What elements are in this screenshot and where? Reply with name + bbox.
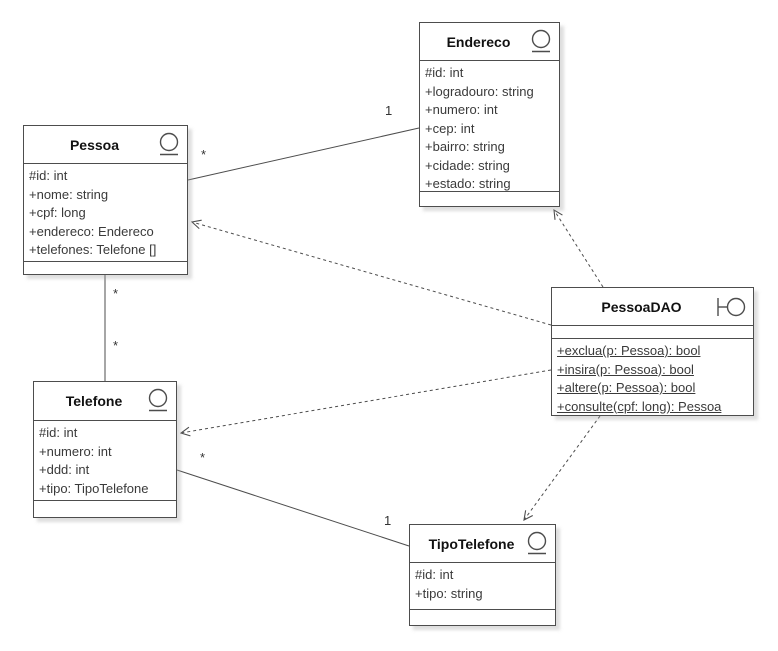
method-row: +altere(p: Pessoa): bool — [557, 380, 696, 395]
attribute-row: +cidade: string — [425, 157, 510, 173]
class-icon — [528, 29, 554, 55]
attribute-row: +nome: string — [29, 186, 109, 202]
interface-ball-socket-icon — [714, 294, 748, 320]
class-node-pessoadao[interactable]: PessoaDAO +exclua(p: Pessoa): bool +insi… — [551, 287, 754, 416]
class-name: PessoaDAO — [601, 298, 682, 315]
multiplicity-label: * — [200, 450, 206, 465]
class-title-telefone: Telefone — [34, 382, 176, 421]
method-row: +insira(p: Pessoa): bool — [557, 361, 694, 377]
attribute-row: +tipo: string — [415, 585, 483, 601]
attribute-row: +numero: int — [39, 443, 112, 459]
class-node-pessoa[interactable]: Pessoa #id: int +nome: string +cpf: long… — [23, 125, 188, 275]
attribute-row: +tipo: TipoTelefone — [39, 480, 149, 496]
attributes-compartment-empty — [552, 326, 753, 339]
attribute-row: #id: int — [39, 425, 78, 440]
methods-compartment-empty — [420, 192, 559, 206]
methods-compartment-empty — [24, 262, 187, 274]
attributes-compartment: #id: int +numero: int +ddd: int +tipo: T… — [34, 421, 176, 501]
class-title-endereco: Endereco — [420, 23, 559, 61]
attribute-row: +bairro: string — [425, 139, 505, 154]
class-title-pessoa: Pessoa — [24, 126, 187, 164]
class-node-tipotelefone[interactable]: TipoTelefone #id: int +tipo: string — [409, 524, 556, 626]
multiplicity-label: * — [113, 286, 119, 301]
class-title-pessoadao: PessoaDAO — [552, 288, 753, 326]
association-telefone-tipotelefone — [176, 469, 410, 547]
attribute-row: +estado: string — [425, 176, 511, 191]
dependency-pessoadao-telefone — [181, 369, 552, 433]
class-icon — [145, 388, 171, 414]
multiplicity-label: * — [113, 338, 119, 353]
multiplicity-label: * — [201, 147, 207, 162]
methods-compartment-empty — [34, 501, 176, 517]
dependency-pessoadao-endereco — [554, 210, 604, 288]
class-name: Pessoa — [69, 136, 120, 153]
attribute-row: +ddd: int — [39, 462, 90, 477]
attribute-row: +numero: int — [425, 102, 498, 117]
class-node-endereco[interactable]: Endereco #id: int +logradouro: string +n… — [419, 22, 560, 207]
class-node-telefone[interactable]: Telefone #id: int +numero: int +ddd: int… — [33, 381, 177, 518]
attribute-row: #id: int — [29, 168, 68, 183]
methods-compartment: +exclua(p: Pessoa): bool +insira(p: Pess… — [552, 339, 753, 415]
methods-compartment-empty — [410, 610, 555, 625]
attribute-row: +cep: int — [425, 120, 475, 136]
attributes-compartment: #id: int +logradouro: string +numero: in… — [420, 61, 559, 192]
multiplicity-label: 1 — [384, 513, 392, 528]
attribute-row: #id: int — [415, 567, 454, 582]
class-title-tipotelefone: TipoTelefone — [410, 525, 555, 563]
attribute-row: +cpf: long — [29, 205, 86, 220]
dependency-pessoadao-pessoa — [192, 222, 552, 326]
attributes-compartment: #id: int +nome: string +cpf: long +ender… — [24, 164, 187, 262]
class-name: Telefone — [65, 393, 123, 409]
multiplicity-label: 1 — [385, 103, 393, 118]
attributes-compartment: #id: int +tipo: string — [410, 563, 555, 610]
method-row: +consulte(cpf: long): Pessoa — [557, 398, 722, 414]
class-name: Endereco — [446, 33, 511, 50]
attribute-row: +logradouro: string — [425, 83, 534, 99]
attribute-row: +endereco: Endereco — [29, 223, 154, 239]
class-name: TipoTelefone — [428, 535, 515, 552]
association-pessoa-endereco — [187, 127, 420, 181]
class-icon — [524, 531, 550, 557]
method-row: +exclua(p: Pessoa): bool — [557, 343, 701, 358]
attribute-row: +telefones: Telefone [] — [29, 242, 157, 257]
attribute-row: #id: int — [425, 65, 464, 80]
class-icon — [156, 132, 182, 158]
dependency-pessoadao-tipotelefone — [524, 415, 601, 520]
